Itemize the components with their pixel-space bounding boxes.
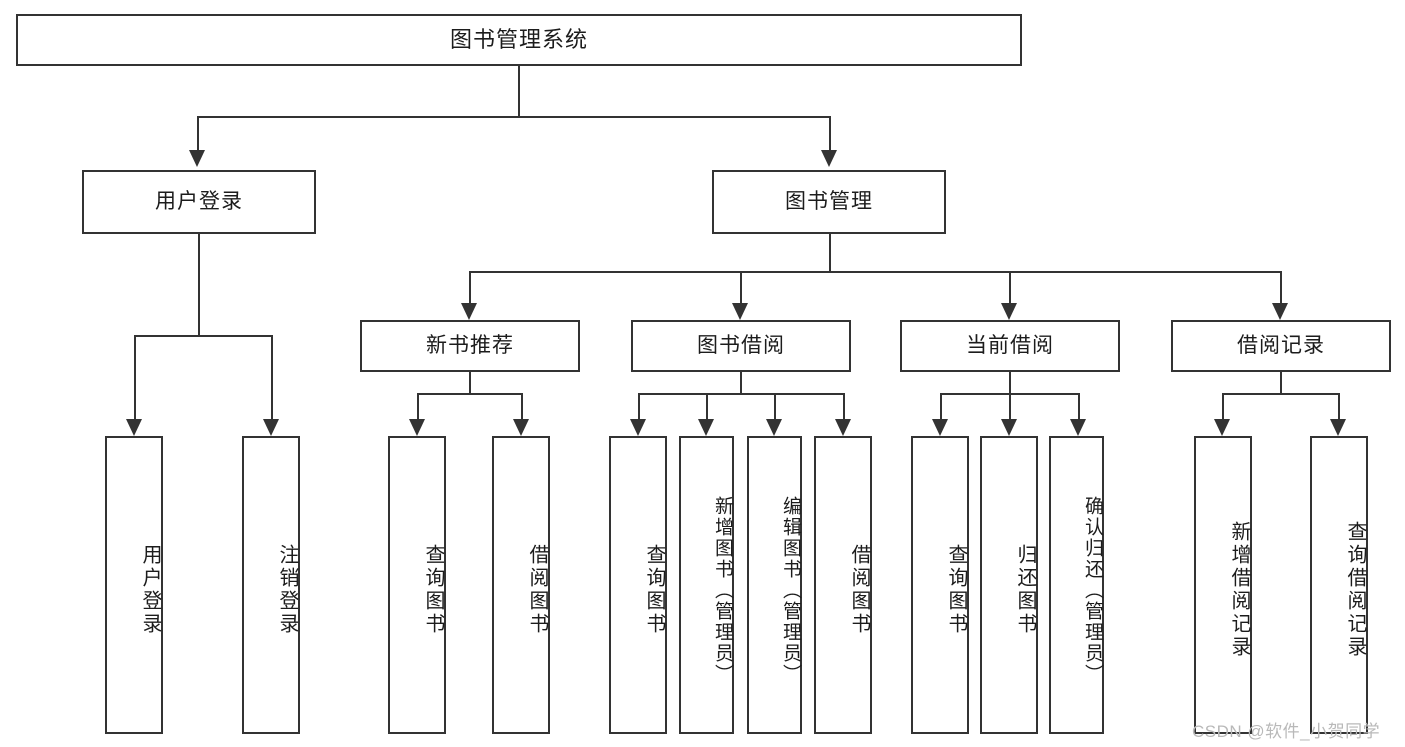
csdn-watermark: CSDN @软件_小贺同学	[1192, 722, 1381, 741]
leaf-borrow-book-borrow[interactable]: 借阅图书	[814, 436, 872, 734]
connector-book-borrow-child-4	[843, 393, 845, 419]
connector-book-manage-stem	[829, 234, 831, 271]
connector-new-book-child-1	[417, 393, 419, 419]
connector-user-login-child-1	[134, 335, 136, 419]
arrow-to-borrow-record	[1272, 303, 1288, 320]
arrow-user-login-child-1	[126, 419, 142, 436]
connector-new-book-bar	[417, 393, 521, 395]
connector-current-borrow-child-1	[940, 393, 942, 419]
connector-book-manage-child-1	[469, 271, 471, 303]
connector-new-book-child-2	[521, 393, 523, 419]
leaf-query-book-recommend[interactable]: 查询图书	[388, 436, 446, 734]
connector-user-login-child-2	[271, 335, 273, 419]
connector-borrow-record-bar	[1222, 393, 1338, 395]
node-user-login[interactable]: 用户登录	[82, 170, 316, 234]
arrow-to-book-manage	[821, 150, 837, 167]
arrow-borrow-record-child-1	[1214, 419, 1230, 436]
arrow-user-login-child-2	[263, 419, 279, 436]
connector-user-login-bar	[134, 335, 271, 337]
leaf-return-book[interactable]: 归还图书	[980, 436, 1038, 734]
connector-root-to-book-manage	[829, 116, 831, 150]
arrow-to-current-borrow	[1001, 303, 1017, 320]
connector-book-borrow-child-1	[638, 393, 640, 419]
connector-current-borrow-child-3	[1078, 393, 1080, 419]
leaf-add-borrow-record[interactable]: 新增借阅记录	[1194, 436, 1252, 734]
arrow-to-book-borrow	[732, 303, 748, 320]
node-borrow-record[interactable]: 借阅记录	[1171, 320, 1391, 372]
connector-root-bar	[197, 116, 830, 118]
leaf-add-book-admin[interactable]: 新增图书（管理员）	[679, 436, 734, 734]
connector-book-borrow-child-2	[706, 393, 708, 419]
arrow-book-borrow-child-4	[835, 419, 851, 436]
node-book-borrow[interactable]: 图书借阅	[631, 320, 851, 372]
arrow-new-book-child-2	[513, 419, 529, 436]
node-book-manage[interactable]: 图书管理	[712, 170, 946, 234]
arrow-current-borrow-child-1	[932, 419, 948, 436]
connector-book-manage-child-4	[1280, 271, 1282, 303]
connector-book-manage-child-3	[1009, 271, 1011, 303]
node-root-system[interactable]: 图书管理系统	[16, 14, 1022, 66]
connector-root-to-user-login	[197, 116, 199, 150]
connector-user-login-stem	[198, 234, 200, 335]
leaf-query-book-borrow[interactable]: 查询图书	[609, 436, 667, 734]
arrow-book-borrow-child-2	[698, 419, 714, 436]
connector-book-borrow-child-3	[774, 393, 776, 419]
arrow-to-user-login	[189, 150, 205, 167]
connector-book-manage-bar	[469, 271, 1280, 273]
arrow-book-borrow-child-1	[630, 419, 646, 436]
leaf-edit-book-admin[interactable]: 编辑图书（管理员）	[747, 436, 802, 734]
arrow-current-borrow-child-2	[1001, 419, 1017, 436]
leaf-confirm-return-admin[interactable]: 确认归还（管理员）	[1049, 436, 1104, 734]
connector-book-borrow-bar	[638, 393, 844, 395]
connector-borrow-record-child-1	[1222, 393, 1224, 419]
arrow-to-new-book-recommend	[461, 303, 477, 320]
arrow-current-borrow-child-3	[1070, 419, 1086, 436]
leaf-borrow-book-recommend[interactable]: 借阅图书	[492, 436, 550, 734]
arrow-book-borrow-child-3	[766, 419, 782, 436]
node-current-borrow[interactable]: 当前借阅	[900, 320, 1120, 372]
connector-new-book-stem	[469, 372, 471, 393]
leaf-query-borrow-record[interactable]: 查询借阅记录	[1310, 436, 1368, 734]
leaf-query-book-current[interactable]: 查询图书	[911, 436, 969, 734]
arrow-borrow-record-child-2	[1330, 419, 1346, 436]
arrow-new-book-child-1	[409, 419, 425, 436]
node-new-book-recommend[interactable]: 新书推荐	[360, 320, 580, 372]
connector-borrow-record-stem	[1280, 372, 1282, 393]
leaf-logout-login[interactable]: 注销登录	[242, 436, 300, 734]
connector-book-borrow-stem	[740, 372, 742, 393]
connector-current-borrow-child-2	[1009, 393, 1011, 419]
connector-root-stem	[518, 66, 520, 116]
leaf-user-login[interactable]: 用户登录	[105, 436, 163, 734]
connector-borrow-record-child-2	[1338, 393, 1340, 419]
connector-current-borrow-stem	[1009, 372, 1011, 393]
connector-book-manage-child-2	[740, 271, 742, 303]
